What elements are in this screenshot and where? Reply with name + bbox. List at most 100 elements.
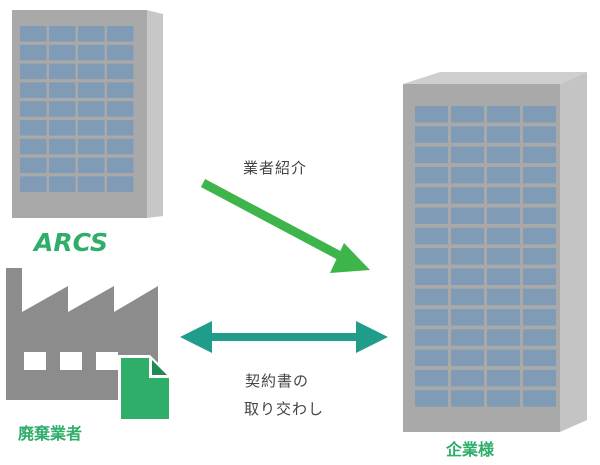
window (487, 268, 520, 285)
contract-double-arrow (180, 321, 388, 353)
window (487, 187, 520, 204)
window (20, 63, 47, 80)
window (49, 63, 76, 80)
window (107, 44, 134, 61)
contract-label-line1: 契約書の (245, 372, 310, 390)
window (451, 268, 484, 285)
window (451, 187, 484, 204)
window (107, 82, 134, 98)
window (487, 288, 520, 306)
window (415, 166, 448, 184)
window (523, 248, 556, 265)
window (107, 63, 134, 80)
window (78, 82, 105, 98)
window (49, 157, 76, 174)
window (487, 146, 520, 164)
window (487, 166, 520, 184)
window (107, 26, 134, 42)
window (487, 369, 520, 387)
window (20, 26, 47, 42)
window (487, 227, 520, 245)
window (415, 349, 448, 367)
window (78, 138, 105, 155)
window (49, 82, 76, 98)
window (487, 309, 520, 326)
arcs-logo: ARCS (34, 228, 109, 257)
window (523, 349, 556, 367)
window (451, 207, 484, 224)
window (451, 248, 484, 265)
client-building-icon (403, 72, 587, 432)
arcs-building-icon (12, 10, 163, 218)
window (415, 106, 448, 123)
window (20, 120, 47, 136)
window (20, 176, 47, 192)
waste-company-label: 廃棄業者 (18, 424, 83, 443)
window (523, 207, 556, 224)
window (451, 349, 484, 367)
window (415, 268, 448, 285)
window (415, 187, 448, 204)
window (487, 207, 520, 224)
window (20, 82, 47, 98)
window (78, 120, 105, 136)
window (523, 288, 556, 306)
window (487, 329, 520, 346)
window (523, 390, 556, 407)
window (523, 227, 556, 245)
window (415, 248, 448, 265)
window (451, 227, 484, 245)
window (523, 126, 556, 143)
window (451, 288, 484, 306)
window (107, 101, 134, 117)
window (487, 390, 520, 407)
window (523, 268, 556, 285)
window (20, 138, 47, 155)
window (451, 106, 484, 123)
window (487, 106, 520, 123)
window (49, 44, 76, 61)
window (107, 120, 134, 136)
window (78, 26, 105, 42)
window (415, 227, 448, 245)
window (415, 146, 448, 164)
window (451, 329, 484, 346)
window (49, 138, 76, 155)
window (451, 390, 484, 407)
window (415, 390, 448, 407)
window (49, 26, 76, 42)
window (451, 166, 484, 184)
window (523, 309, 556, 326)
window (49, 120, 76, 136)
window (523, 106, 556, 123)
window (487, 126, 520, 143)
window (78, 157, 105, 174)
window (20, 157, 47, 174)
window (415, 288, 448, 306)
window (78, 63, 105, 80)
window (78, 44, 105, 61)
window (107, 138, 134, 155)
window (415, 126, 448, 143)
window (107, 176, 134, 192)
window (78, 176, 105, 192)
window (78, 101, 105, 117)
window (415, 207, 448, 224)
window (451, 309, 484, 326)
window (451, 146, 484, 164)
referral-label: 業者紹介 (243, 159, 308, 177)
window (20, 44, 47, 61)
window (415, 369, 448, 387)
window (451, 126, 484, 143)
window (523, 146, 556, 164)
window (20, 101, 47, 117)
window (49, 101, 76, 117)
window (49, 176, 76, 192)
window (415, 329, 448, 346)
contract-label-line2: 取り交わし (244, 400, 325, 418)
window (487, 349, 520, 367)
window (451, 369, 484, 387)
window (523, 369, 556, 387)
client-company-label: 企業様 (446, 440, 495, 459)
window (523, 166, 556, 184)
